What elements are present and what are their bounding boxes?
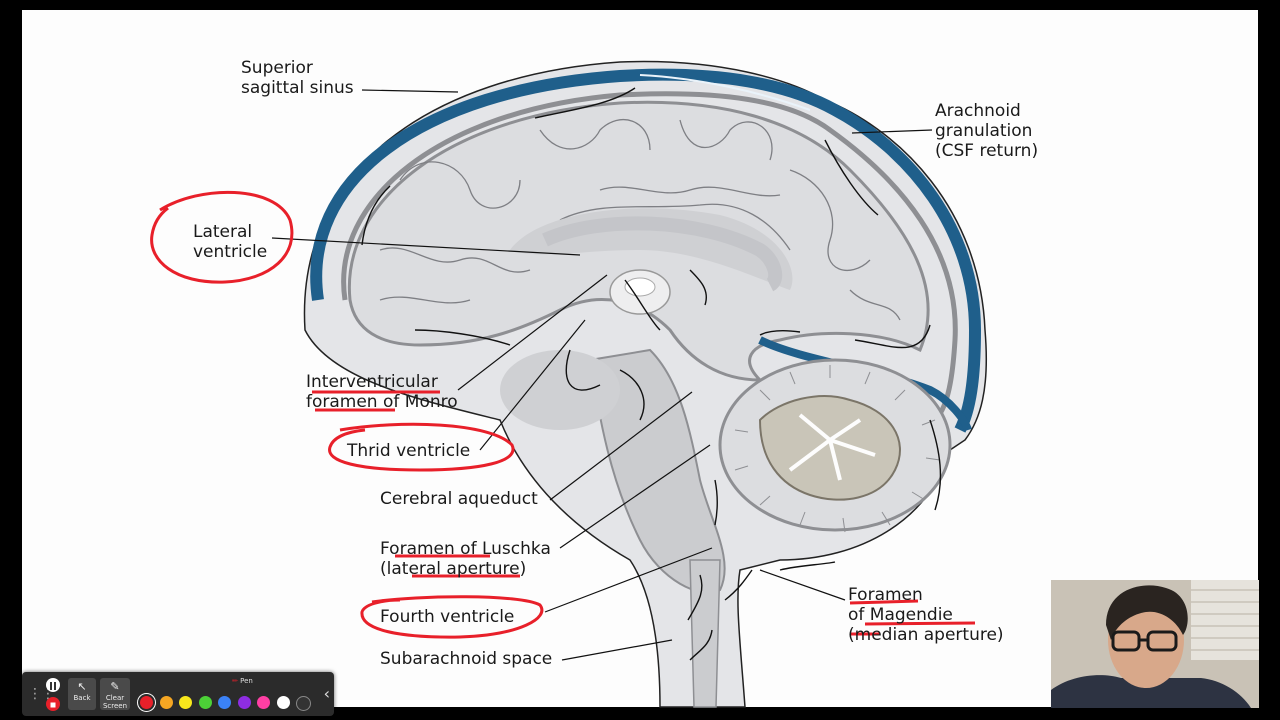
webcam-person-image — [1051, 580, 1259, 708]
spinal-cord — [689, 559, 721, 708]
pen-icon: ✏ — [232, 677, 238, 685]
label-line: Arachnoid — [935, 101, 1021, 121]
color-swatch[interactable] — [296, 696, 311, 711]
label-foramen-magendie: Foramen of Magendie (median aperture) — [848, 585, 1004, 645]
leader-lines — [271, 89, 933, 661]
label-line: Foramen — [848, 585, 923, 605]
color-swatch[interactable] — [140, 696, 153, 709]
color-swatch[interactable] — [179, 696, 192, 709]
label-line: sagittal sinus — [241, 78, 354, 98]
label-line: granulation — [935, 121, 1033, 141]
superior-sagittal-sinus — [310, 68, 982, 433]
eraser-icon: ✎ — [110, 680, 120, 693]
underline-magendie — [864, 621, 976, 626]
label-cerebral-aqueduct: Cerebral aqueduct — [380, 489, 538, 509]
temporal-shadow — [500, 350, 620, 430]
label-lateral-ventricle: Lateral ventricle — [193, 222, 267, 262]
stop-recording-icon[interactable] — [46, 697, 60, 711]
third-ventricle-circle — [328, 422, 515, 472]
color-swatch[interactable] — [237, 696, 251, 709]
back-button[interactable]: ↖ Back — [68, 678, 96, 710]
underline-foramen — [849, 599, 919, 605]
label-foramen-luschka: Foramen of Luschka (lateral aperture) — [380, 539, 551, 579]
clear-screen-button[interactable]: ✎ Clear Screen — [100, 678, 130, 710]
label-arachnoid-granulation: Arachnoid granulation (CSF return) — [935, 101, 1038, 161]
pen-tool-title: ✏ Pen — [232, 677, 253, 685]
label-line: Interventricular — [306, 372, 438, 392]
cerebellum-folia — [734, 365, 941, 533]
label-fourth-ventricle: Fourth ventricle — [380, 607, 515, 627]
color-swatch[interactable] — [218, 696, 231, 709]
label-line: (CSF return) — [935, 141, 1039, 161]
back-button-label: Back — [73, 694, 91, 702]
lateral-ventricle-circle — [150, 190, 294, 284]
annotation-toolbar: ⋮⋮ ↖ Back ✎ Clear Screen ✏ Pen ‹ — [22, 672, 334, 716]
label-third-ventricle: Thrid ventricle — [347, 441, 471, 461]
color-swatch[interactable] — [257, 696, 270, 709]
sinus-highlight — [639, 74, 811, 111]
label-line: Superior — [241, 58, 313, 78]
cursor-icon: ↖ — [77, 680, 87, 693]
brainstem — [588, 348, 726, 594]
gyri — [379, 119, 901, 321]
csf-flow-arrows — [361, 87, 942, 661]
label-line: of Magendie — [848, 605, 953, 625]
color-swatch[interactable] — [159, 696, 173, 709]
label-line: foramen of Monro — [306, 392, 458, 412]
label-superior-sagittal-sinus: Superior sagittal sinus — [241, 58, 354, 98]
collapse-chevron-icon[interactable]: ‹ — [323, 684, 330, 703]
color-swatch[interactable] — [198, 696, 212, 709]
label-line: Foramen of Luschka — [380, 539, 551, 559]
webcam-overlay — [1051, 580, 1259, 708]
pause-icon[interactable] — [46, 678, 60, 692]
clear-screen-label: Clear Screen — [102, 694, 128, 710]
callosum-band — [542, 216, 783, 292]
label-line: ventricle — [193, 242, 268, 262]
label-line: (lateral aperture) — [380, 559, 527, 579]
pen-label: Pen — [240, 677, 253, 685]
arbor-branches — [788, 413, 876, 481]
label-interventricular-foramen: Interventricular foramen of Monro — [306, 372, 458, 412]
label-line: Lateral — [193, 222, 253, 242]
fourth-ventricle-circle — [360, 595, 544, 639]
label-subarachnoid-space: Subarachnoid space — [380, 649, 553, 669]
label-line: (median aperture) — [848, 625, 1004, 645]
arbor-vitae — [758, 395, 901, 501]
red-annotations — [150, 190, 976, 639]
arachnoid-line — [341, 91, 958, 422]
color-swatch[interactable] — [276, 696, 290, 709]
